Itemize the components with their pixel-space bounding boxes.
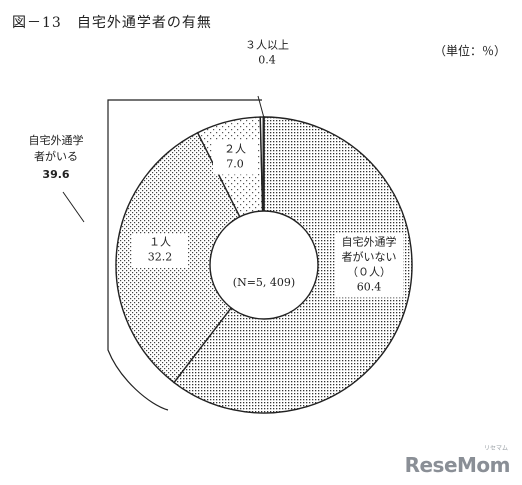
watermark-small: リセマム [483,445,508,452]
slice-label-0: 者がいない [342,250,397,264]
group-label-line1: 自宅外通学 [29,133,84,147]
chart-title: 図－13 自宅外通学者の有無 [12,15,212,31]
group-label-line2: 者がいる [34,149,78,163]
slice-label-bg-1 [132,233,188,268]
group-bracket [107,99,262,411]
slice-label-bg-2 [213,140,257,175]
group-leader-line [62,191,85,223]
watermark-logo: ReseMom [404,453,511,477]
group-value: 39.6 [42,168,69,181]
unit-label: （単位：％） [433,44,506,58]
slice-label-3: ３人以上 [245,39,289,52]
slice-label-0: 自宅外通学 [342,235,397,249]
slice-label-1: １人 [149,236,171,249]
slice-value-3: 0.4 [258,54,276,67]
slice-value-0: 60.4 [357,281,382,294]
slice-value-1: 32.2 [148,251,173,264]
slice-label-0: （０人） [347,266,391,279]
donut-hole [209,210,319,320]
center-label: (N=5, 409) [233,276,295,289]
slice-label-bg-0 [335,233,403,298]
slice-value-2: 7.0 [226,158,244,171]
slice-1 [115,131,265,384]
slice-label-2: ２人 [224,143,246,156]
leader-line [257,95,265,119]
